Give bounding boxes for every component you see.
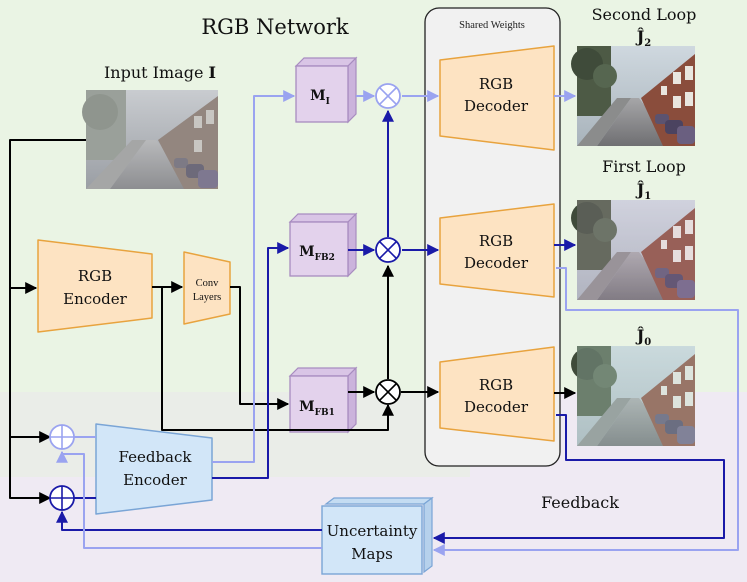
- svg-text:RGB: RGB: [78, 267, 112, 285]
- conv-layers: Conv Layers: [183, 251, 231, 325]
- uncertainty-maps: Uncertainty Maps: [321, 496, 434, 575]
- connections: [9, 90, 739, 556]
- rgb-encoder: RGB Encoder: [37, 239, 153, 333]
- mask-cube-mi: MI: [294, 56, 358, 124]
- svg-text:Feedback: Feedback: [119, 448, 193, 466]
- output-image-second-loop: [571, 46, 695, 146]
- rgb-decoder-bottom: RGB Decoder: [439, 346, 555, 442]
- j0-symbol: Ĵ0: [635, 326, 652, 348]
- output-image-first-loop: [571, 200, 695, 300]
- svg-text:Decoder: Decoder: [464, 254, 529, 272]
- mask-cube-mfb1: MFB1: [288, 366, 358, 434]
- svg-text:Conv: Conv: [196, 278, 220, 289]
- mask-cube-mfb2: MFB2: [288, 212, 358, 278]
- svg-text:RGB: RGB: [479, 376, 513, 394]
- shared-weights-label: Shared Weights: [459, 20, 525, 31]
- input-image-label: Input Image I: [104, 63, 216, 82]
- svg-text:Uncertainty: Uncertainty: [327, 522, 418, 540]
- j1-symbol: Ĵ1: [635, 180, 652, 202]
- second-loop-label: Second Loop: [592, 5, 697, 24]
- svg-text:Decoder: Decoder: [464, 97, 529, 115]
- svg-text:Layers: Layers: [193, 292, 222, 303]
- svg-text:Decoder: Decoder: [464, 398, 529, 416]
- feedback-label: Feedback: [541, 493, 619, 512]
- multiply-op-bottom: [375, 379, 401, 405]
- svg-text:Maps: Maps: [351, 545, 393, 563]
- input-image: [82, 90, 218, 189]
- svg-text:Encoder: Encoder: [123, 471, 188, 489]
- svg-text:MFB1: MFB1: [299, 399, 335, 418]
- svg-text:MFB2: MFB2: [299, 244, 335, 263]
- svg-text:MI: MI: [310, 88, 330, 107]
- svg-text:Encoder: Encoder: [63, 290, 128, 308]
- output-image-j0: [571, 346, 695, 446]
- sum-op-top: [49, 424, 75, 450]
- rgb-decoder-top: RGB Decoder: [439, 45, 555, 151]
- multiply-op-middle: [375, 237, 401, 263]
- sum-op-bottom: [49, 485, 75, 511]
- first-loop-label: First Loop: [602, 157, 686, 176]
- svg-text:RGB: RGB: [479, 232, 513, 250]
- j2-symbol: Ĵ2: [635, 27, 652, 49]
- svg-text:RGB: RGB: [479, 75, 513, 93]
- multiply-op-top: [375, 83, 401, 109]
- network-title: RGB Network: [201, 15, 349, 39]
- rgb-decoder-middle: RGB Decoder: [439, 203, 555, 298]
- feedback-encoder: Feedback Encoder: [95, 423, 213, 515]
